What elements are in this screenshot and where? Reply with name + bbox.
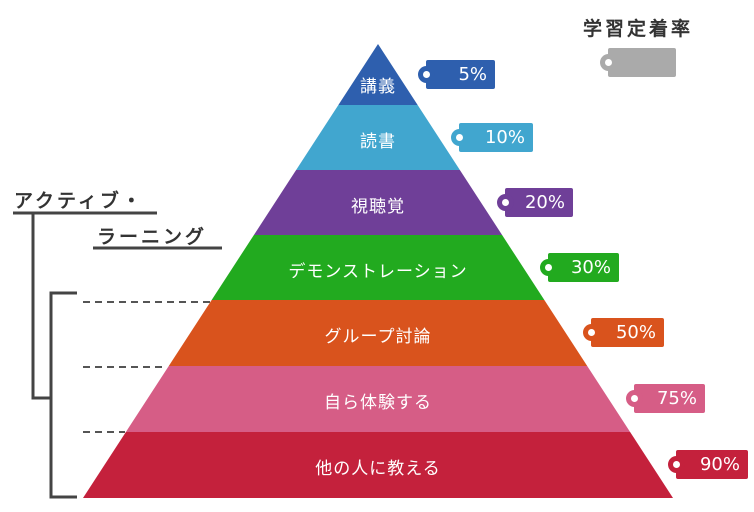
retention-rate-tag: 5% (418, 60, 495, 89)
retention-rate: 5% (458, 64, 487, 85)
pyramid-band-5 (168, 300, 588, 366)
pyramid-band-7 (83, 432, 673, 498)
retention-rate: 75% (656, 388, 697, 409)
retention-rate-tag: 90% (668, 450, 748, 479)
retention-rate-tag: 30% (540, 253, 619, 282)
tag-hole-icon (497, 194, 514, 211)
bracket-lines (13, 211, 222, 499)
retention-rate: 10% (484, 127, 525, 148)
dashed-guides (83, 301, 210, 433)
tag-hole-icon (626, 390, 643, 407)
pyramid-band-3 (253, 170, 503, 235)
retention-rate-tag: 10% (451, 123, 533, 152)
pyramid-band-6 (125, 366, 631, 432)
tag-hole-icon (451, 129, 468, 146)
tag-hole-icon (583, 324, 600, 341)
retention-rate: 20% (524, 192, 565, 213)
level-label: 自ら体験する (324, 393, 432, 413)
lower-levels-bracket (49, 291, 77, 499)
pyramid-band-2 (296, 105, 460, 170)
legend-tag-icon (600, 48, 676, 77)
pyramid-band-4 (211, 235, 545, 300)
side-label-line2: ラーニング (97, 226, 208, 248)
legend-title: 学習定着率 (583, 18, 694, 40)
level-label: 読書 (360, 131, 396, 152)
tag-hole-icon (668, 456, 685, 473)
tag-hole-icon (540, 259, 557, 276)
retention-rate: 30% (570, 257, 611, 278)
retention-rate: 50% (615, 322, 656, 343)
level-label: 視聴覚 (351, 196, 405, 217)
retention-rate-tag: 50% (583, 318, 664, 347)
tag-hole-icon (418, 66, 435, 83)
side-label-line1: アクティブ・ (14, 190, 144, 212)
level-label: デモンストレーション (288, 261, 468, 282)
pyramid-band-1 (338, 44, 418, 105)
retention-rate: 90% (699, 454, 740, 475)
retention-rate-tag: 20% (497, 188, 573, 217)
level-label: グループ討論 (324, 327, 432, 347)
level-label: 講義 (360, 76, 396, 97)
level-label: 他の人に教える (315, 459, 441, 479)
retention-rate-tag: 75% (626, 384, 705, 413)
active-learning-bracket (31, 213, 52, 400)
